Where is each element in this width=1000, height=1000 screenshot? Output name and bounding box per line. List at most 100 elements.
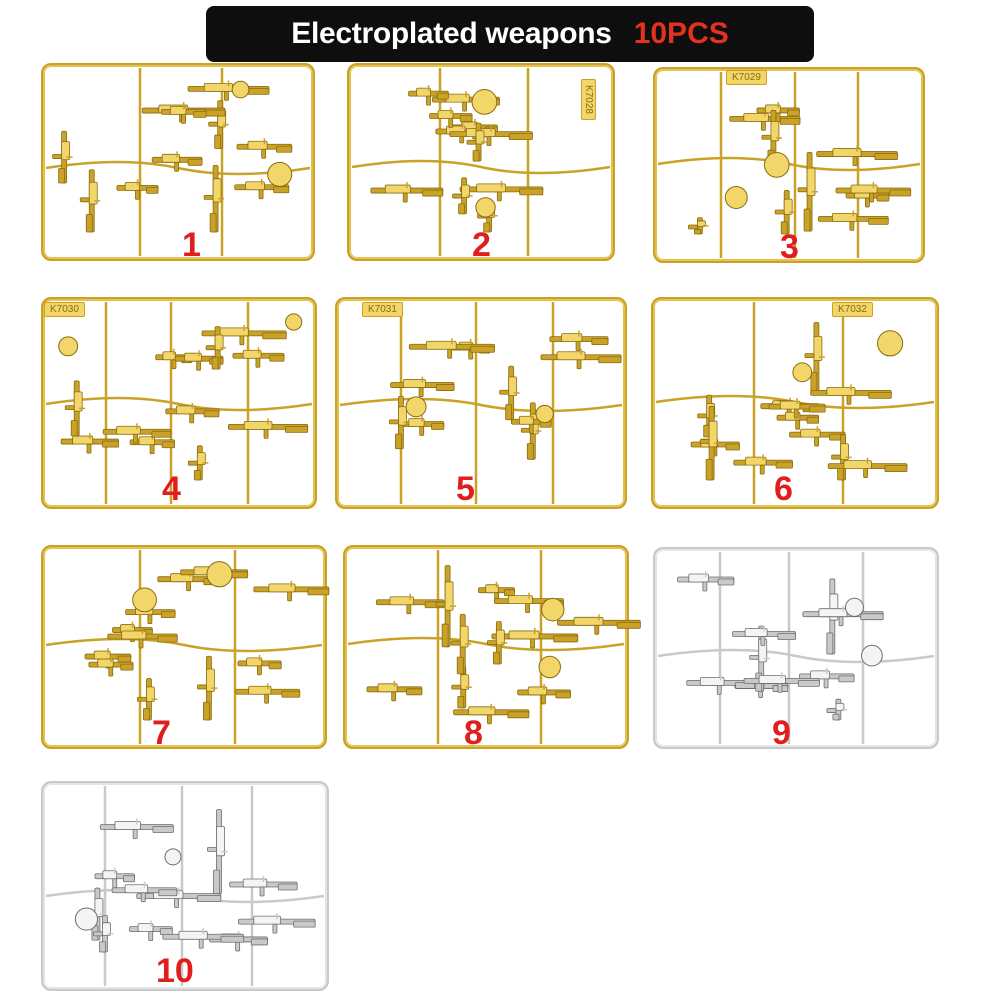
sprue-number: 3 [780, 228, 799, 266]
weapon-part [540, 348, 622, 370]
weapon-part [774, 190, 796, 235]
accessory [206, 561, 233, 588]
accessory [861, 644, 883, 667]
weapon-part [835, 181, 912, 203]
weapon-part [732, 625, 796, 646]
sprue-panel-10: 10 [40, 780, 330, 992]
weapon-part [491, 627, 579, 649]
sprue-panel-8: 8 [342, 544, 641, 752]
accessory [471, 89, 498, 115]
weapon-part [827, 457, 908, 479]
weapon-part [549, 330, 609, 351]
sprue-number: 10 [156, 952, 194, 990]
sprue-panel-1: 1 [40, 62, 316, 262]
sprue-frame [347, 63, 615, 261]
accessory [132, 587, 157, 613]
sprue-number: 8 [464, 714, 483, 752]
weapon-part [88, 656, 134, 677]
banner-count: 10PCS [633, 17, 729, 50]
weapon-part [64, 380, 86, 437]
sprue-number: 9 [772, 714, 791, 752]
weapon-part [429, 107, 473, 128]
weapon-part [111, 881, 178, 903]
weapon-part [466, 122, 488, 162]
sprue-number: 1 [182, 226, 201, 264]
sprue-number: 5 [456, 470, 475, 508]
weapon-part [201, 324, 287, 346]
weapon-part [236, 138, 293, 159]
weapon-part [389, 395, 410, 450]
sprue-frame [651, 297, 939, 509]
sprue-panel-7: 7 [40, 544, 330, 752]
sprue-number: 2 [472, 226, 491, 264]
weapon-part [818, 210, 889, 231]
sprue-number: 4 [162, 470, 181, 508]
sprue-number: 7 [152, 714, 171, 752]
weapon-part [253, 580, 330, 602]
banner-title: Electroplated weapons [291, 17, 612, 50]
runner [657, 648, 935, 664]
weapon-part [232, 347, 285, 368]
accessory [475, 197, 496, 218]
runner [45, 396, 313, 412]
weapon-part [799, 667, 855, 689]
weapon-part [699, 405, 721, 481]
weapon-part [810, 384, 892, 405]
weapon-part [517, 683, 571, 705]
sprue-frame [653, 67, 925, 263]
weapon-part [107, 627, 178, 649]
weapon-part [162, 928, 245, 949]
weapon-part [499, 365, 520, 421]
weapon-part [449, 125, 533, 147]
weapon-part [235, 683, 301, 704]
accessory [405, 396, 427, 418]
weapon-part [804, 322, 825, 393]
weapon-part [768, 398, 826, 419]
weapon-part [102, 423, 172, 444]
weapon-part [207, 809, 228, 895]
weapon-part [187, 445, 209, 481]
weapon-part [686, 674, 755, 695]
weapon-part [370, 182, 444, 203]
sprue-panel-3: 3 K7029 [652, 66, 926, 264]
sprue-code: K7029 [726, 70, 767, 85]
weapon-part [486, 621, 508, 665]
weapon-part [229, 876, 298, 897]
weapon-part [136, 887, 222, 909]
accessory [535, 404, 554, 424]
weapon-part [205, 326, 227, 370]
weapon-part [197, 655, 218, 721]
weapon-part [831, 434, 852, 481]
accessory [877, 330, 904, 357]
weapon-part [60, 433, 119, 454]
weapon-part [452, 177, 473, 215]
sprue-code: K7031 [362, 302, 403, 317]
weapon-part [756, 101, 800, 123]
sprue-number: 6 [774, 470, 793, 508]
weapon-part [435, 565, 457, 648]
sprue-frame [335, 297, 627, 509]
sprue-code: K7028 [580, 79, 596, 120]
weapon-part [459, 180, 544, 202]
weapon-part [137, 678, 158, 721]
sprue-code: K7032 [832, 302, 873, 317]
weapon-part [238, 913, 316, 934]
sprue-code: K7030 [44, 302, 85, 317]
weapon-part [129, 433, 175, 455]
weapon-part [408, 338, 495, 359]
weapon-part [366, 680, 423, 702]
sprue-panel-6: 6 K7032 [650, 296, 940, 510]
weapon-part [116, 179, 159, 200]
weapon-part [399, 415, 445, 436]
accessory [74, 907, 99, 931]
weapon-part [187, 80, 270, 101]
accessory [792, 362, 813, 383]
weapon-part [165, 402, 220, 424]
weapon-part [826, 698, 847, 721]
weapon-part [510, 413, 552, 434]
sprue-frame [41, 545, 327, 749]
sprue-panel-2: 2 K7028 [346, 62, 616, 262]
weapon-part [99, 818, 174, 839]
weapon-part [203, 164, 225, 233]
runner [347, 636, 625, 652]
